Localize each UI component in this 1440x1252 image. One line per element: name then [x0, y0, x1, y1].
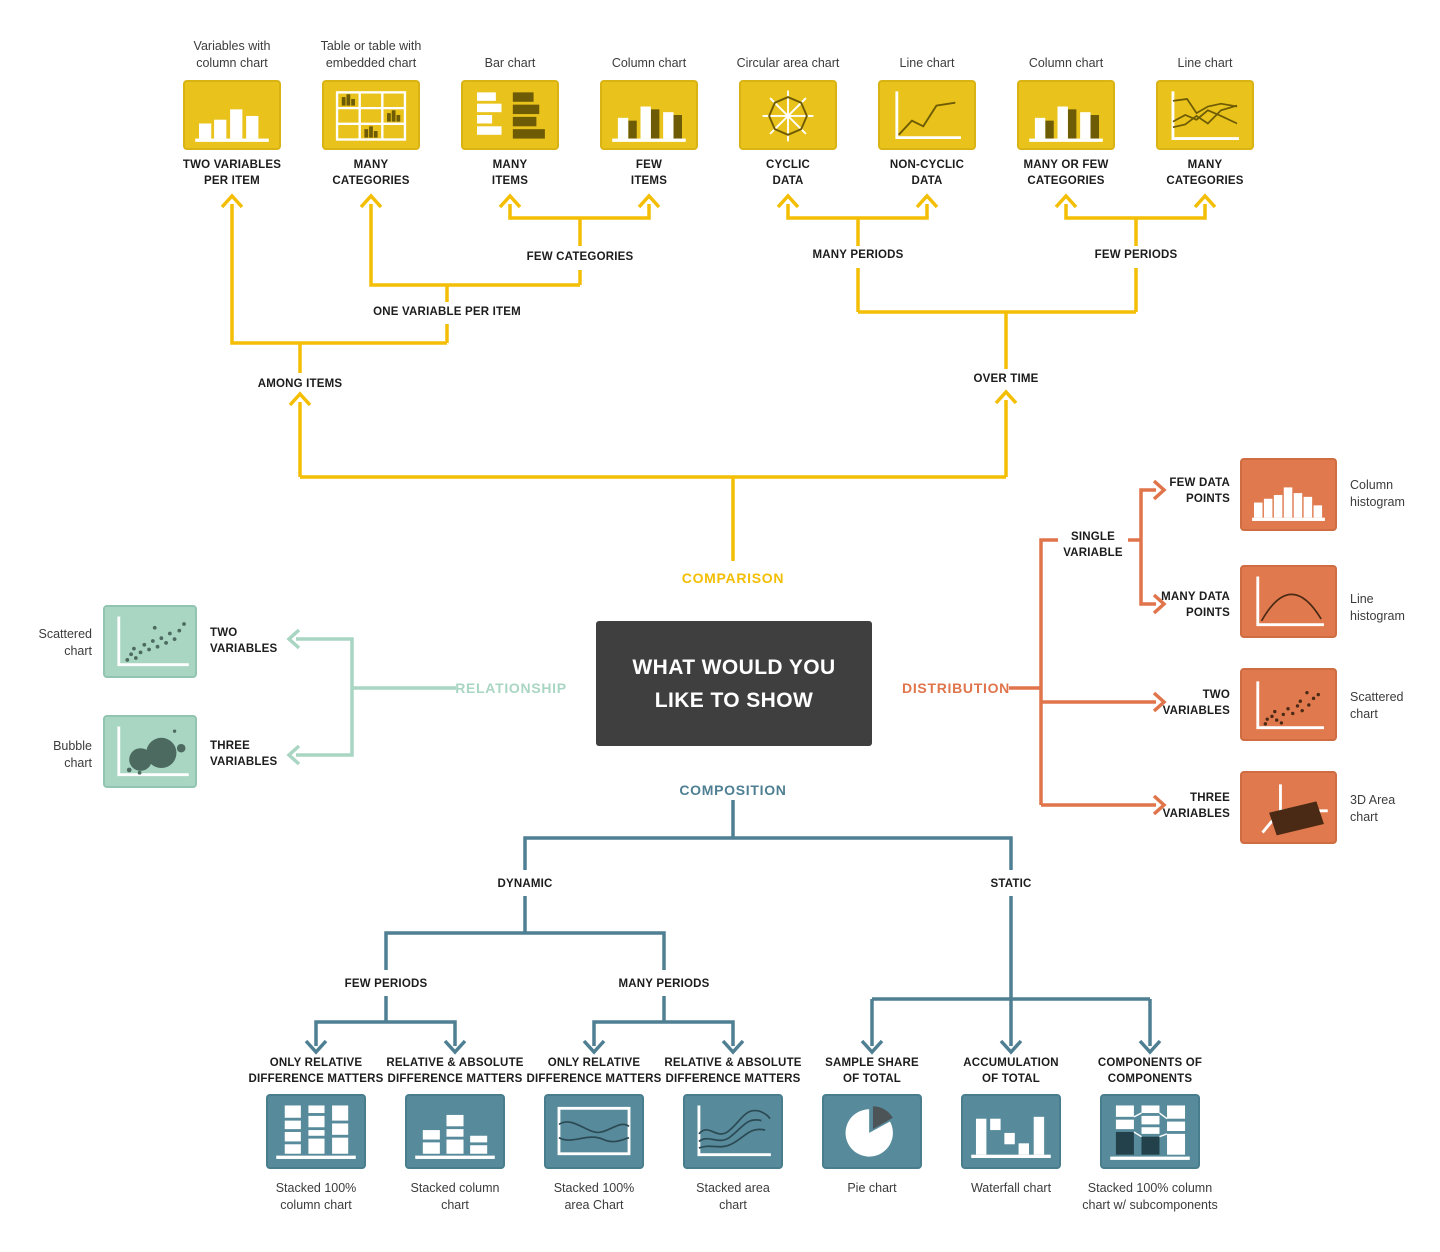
chart-caption: Stacked 100%area Chart	[553, 1181, 635, 1212]
chart-caption: Bar chart	[484, 56, 536, 70]
chart-caption: Column chart	[611, 56, 687, 70]
chart-caption: Line chart	[1177, 56, 1233, 70]
composition-wires	[304, 800, 1162, 1055]
column-chart-icon	[600, 80, 698, 150]
bubble-chart-icon	[103, 715, 197, 788]
3d-area-chart-icon	[1240, 771, 1337, 844]
connector-label-among-items: AMONG ITEMS	[257, 378, 343, 390]
grouped-column-chart-icon	[183, 80, 281, 150]
line-chart-icon	[878, 80, 976, 150]
connector-label-many-periods: MANY PERIODS	[812, 249, 904, 261]
connector-label-few-periods: FEW PERIODS	[344, 978, 428, 990]
chart-caption: Circular area chart	[736, 56, 840, 70]
stacked-100-area-chart-icon	[544, 1094, 644, 1169]
connector-label-few-periods: FEW PERIODS	[1094, 249, 1178, 261]
table-chart-icon	[322, 80, 420, 150]
column-chart-icon	[1017, 80, 1115, 150]
multi-line-chart-icon	[1156, 80, 1254, 150]
scatter-chart-icon	[103, 605, 197, 678]
connector-label-many-periods: MANY PERIODS	[618, 978, 710, 990]
relationship-branch-label: RELATIONSHIP	[455, 680, 567, 696]
pie-chart-icon	[822, 1094, 922, 1169]
stacked-area-chart-icon	[683, 1094, 783, 1169]
chart-caption: Column chart	[1028, 56, 1104, 70]
connector-label-few-categories: FEW CATEGORIES	[526, 251, 634, 263]
bar-chart-icon	[461, 80, 559, 150]
chart-caption: Pie chart	[847, 1181, 897, 1195]
waterfall-chart-icon	[961, 1094, 1061, 1169]
connector-label-static: STATIC	[990, 878, 1032, 890]
circular-area-chart-icon	[739, 80, 837, 150]
connector-label-over-time: OVER TIME	[973, 373, 1039, 385]
chart-caption: Waterfall chart	[970, 1181, 1052, 1195]
scatter-chart-icon	[1240, 668, 1337, 741]
connector-label-one-variable-per-item: ONE VARIABLE PER ITEM	[373, 306, 521, 318]
chart-caption: Line chart	[899, 56, 955, 70]
connector-label-dynamic: DYNAMIC	[497, 878, 553, 890]
center-question-box: WHAT WOULD YOU LIKE TO SHOW	[596, 621, 872, 746]
distribution-branch-label: DISTRIBUTION	[902, 680, 1010, 696]
line-histogram-icon	[1240, 565, 1337, 638]
stacked-100-column-chart-icon	[266, 1094, 366, 1169]
column-histogram-icon	[1240, 458, 1337, 531]
composition-branch-label: COMPOSITION	[679, 782, 787, 798]
comparison-branch-label: COMPARISON	[681, 570, 785, 586]
chart-caption: Stacked 100%column chart	[275, 1181, 357, 1212]
stacked-100-column-subcomponents-chart-icon	[1100, 1094, 1200, 1169]
stacked-column-chart-icon	[405, 1094, 505, 1169]
